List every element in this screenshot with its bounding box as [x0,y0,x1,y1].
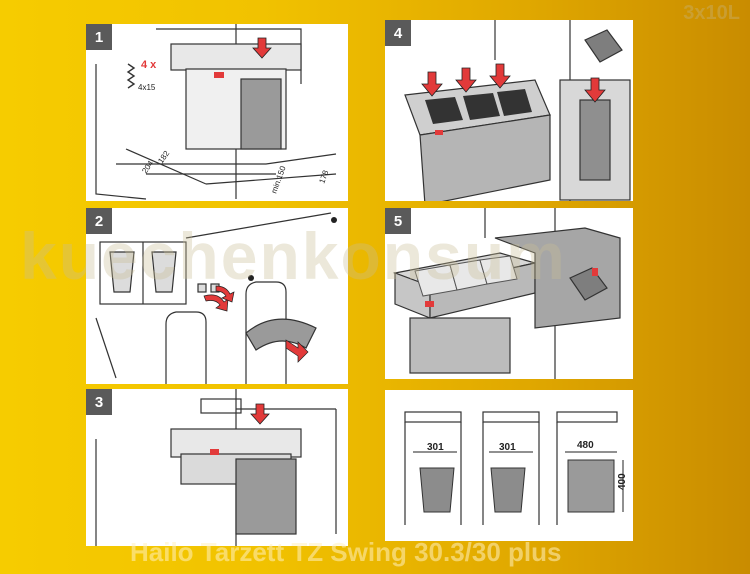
step-number: 4 [385,20,411,46]
step-1-panel: 1 4 x 4x15 182 204 min.150 178 [86,24,348,201]
step-2-illustration [95,212,337,384]
dim-182: 182 [156,149,171,166]
screw-size: 4x15 [138,83,156,92]
dim-min150: min.150 [269,164,287,194]
width-left: 301 [427,442,444,453]
step-2-panel: 2 [86,208,348,384]
dimensions-panel: 301 301 480 400 [385,390,633,541]
step-4-illustration [404,20,631,201]
step-5-illustration [392,208,621,379]
step-3-panel: 3 [86,389,348,546]
width-right: 480 [577,440,594,451]
watermark-code: 3x10L [683,2,740,24]
width-middle: 301 [499,442,516,453]
screw-qty: 4 x [141,59,157,71]
dimensions-illustration: 301 301 480 400 [404,411,628,525]
step-1-illustration: 4 x 4x15 182 204 min.150 178 [95,24,337,200]
step-number: 5 [385,208,411,234]
dim-178: 178 [317,169,330,185]
step-number: 3 [86,389,112,415]
height: 400 [617,473,628,490]
step-5-panel: 5 [385,208,633,379]
step-4-panel: 4 [385,20,633,201]
step-number: 2 [86,208,112,234]
step-number: 1 [86,24,112,50]
step-3-illustration [95,389,337,546]
